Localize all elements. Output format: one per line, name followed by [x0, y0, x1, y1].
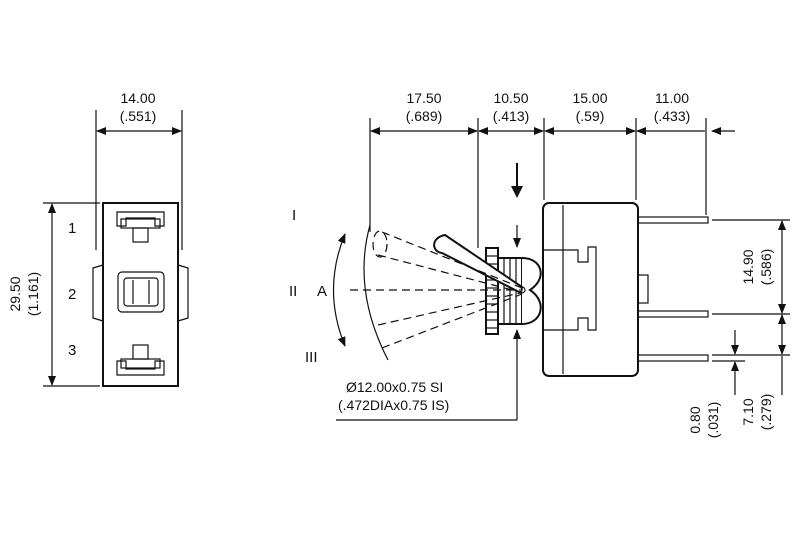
- width-mm-text: 14.00: [120, 90, 155, 106]
- angle-arc: [332, 233, 346, 347]
- position-III-label: III: [305, 349, 318, 366]
- rdim3-in: (.279): [758, 394, 774, 431]
- dim3-in: (.59): [576, 108, 605, 124]
- angle-A-label: A: [317, 283, 327, 300]
- terminal-middle: [637, 310, 709, 318]
- terminal-3-shape: [116, 344, 165, 376]
- side-view: 1 2 3 14.00 (.551) 29.50 (1.161): [7, 90, 189, 387]
- side-bushing-right: [177, 264, 189, 322]
- terminal-top: [637, 216, 709, 224]
- housing-outline: [542, 202, 639, 377]
- lever-ghost-lower: [377, 292, 521, 326]
- dim4-mm: 11.00: [655, 90, 689, 106]
- position-II-label: II: [289, 283, 297, 300]
- side-body-outline: [102, 202, 179, 387]
- width-in-text: (.551): [120, 108, 157, 124]
- position-I-label: I: [292, 207, 296, 224]
- terminal-label-2: 2: [68, 286, 76, 303]
- side-bushing-left: [92, 264, 104, 322]
- terminal-2-shape: [117, 271, 165, 313]
- front-view: I II A III 17.50 (.689) 10.50 (.413) 15.…: [289, 90, 790, 438]
- terminal-label-3: 3: [68, 342, 76, 359]
- dim2-in: (.413): [493, 108, 530, 124]
- pivot-dome: [521, 257, 542, 325]
- terminal-label-1: 1: [68, 220, 76, 237]
- height-mm-text: 29.50: [7, 276, 23, 311]
- knurled-nut: [485, 247, 499, 335]
- rdim2-mm: 0.80: [687, 406, 703, 433]
- rdim2-in: (.031): [705, 402, 721, 439]
- dim2-mm: 10.50: [493, 90, 528, 106]
- dim3-mm: 15.00: [572, 90, 607, 106]
- thread-mm-text: Ø12.00x0.75 SI: [346, 379, 443, 395]
- terminal-bottom: [637, 354, 709, 362]
- rdim3-mm: 7.10: [740, 398, 756, 425]
- dim4-in: (.433): [654, 108, 691, 124]
- lever-sweep-arc: [363, 224, 389, 361]
- direction-arrow-head: [511, 186, 523, 198]
- mounting-bracket: [543, 246, 597, 331]
- lever-position-I: [433, 233, 524, 295]
- rdim1-in: (.586): [758, 249, 774, 286]
- height-in-text: (1.161): [25, 272, 41, 316]
- housing-nub: [637, 274, 649, 304]
- terminal-1-shape: [116, 211, 165, 243]
- thread-in-text: (.472DIAx0.75 IS): [338, 397, 449, 413]
- rdim1-mm: 14.90: [740, 249, 756, 284]
- dim1-in: (.689): [406, 108, 443, 124]
- dim1-mm: 17.50: [406, 90, 441, 106]
